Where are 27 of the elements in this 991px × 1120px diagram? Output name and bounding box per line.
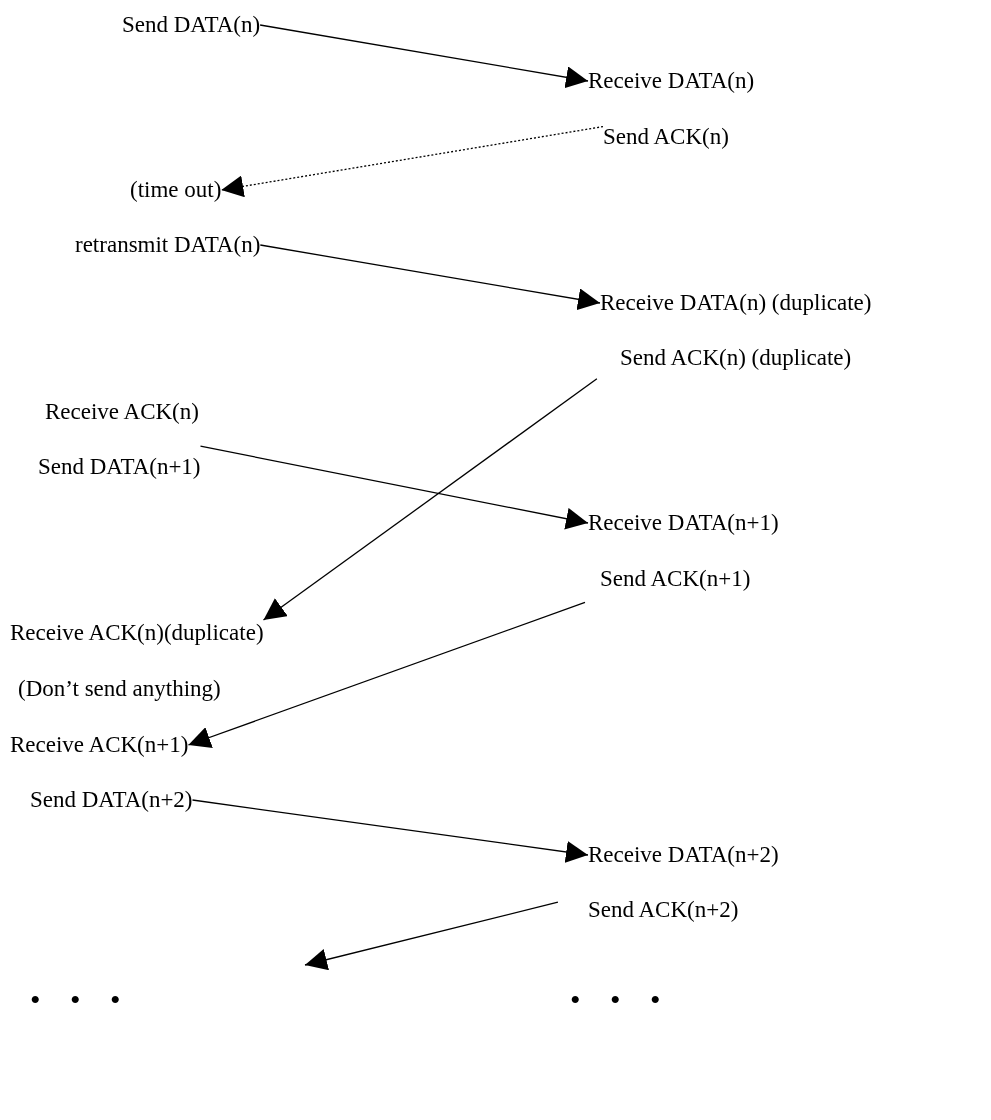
arrow	[191, 799, 589, 863]
arrow	[259, 24, 589, 89]
ellipsis-dots: • • •	[30, 985, 121, 1015]
arrow	[304, 901, 559, 971]
arrow	[262, 378, 598, 621]
message-text: Send DATA(n+2)	[30, 787, 193, 813]
arrow	[199, 445, 589, 530]
message-text: Receive DATA(n+2)	[588, 842, 779, 868]
arrow	[187, 601, 586, 748]
message-text: Receive ACK(n)(duplicate)	[10, 620, 264, 646]
message-text: Send ACK(n+2)	[588, 897, 739, 923]
message-text: Receive ACK(n+1)	[10, 732, 189, 758]
message-text: Receive DATA(n+1)	[588, 510, 779, 536]
message-text: Send ACK(n)	[603, 124, 729, 150]
message-text: (time out)	[130, 177, 222, 203]
message-text: Send ACK(n+1)	[600, 566, 751, 592]
message-text: Send ACK(n) (duplicate)	[620, 345, 852, 371]
message-text: Receive DATA(n) (duplicate)	[600, 290, 872, 316]
arrow	[220, 125, 604, 198]
message-text: Receive ACK(n)	[45, 399, 199, 425]
message-text: Send DATA(n)	[122, 12, 261, 38]
message-text: Send DATA(n+1)	[38, 454, 201, 480]
message-text: (Don’t send anything)	[18, 676, 221, 702]
message-text: Receive DATA(n)	[588, 68, 755, 94]
ellipsis-dots: • • •	[570, 985, 661, 1015]
message-text: retransmit DATA(n)	[75, 232, 261, 258]
arrow	[259, 244, 601, 311]
